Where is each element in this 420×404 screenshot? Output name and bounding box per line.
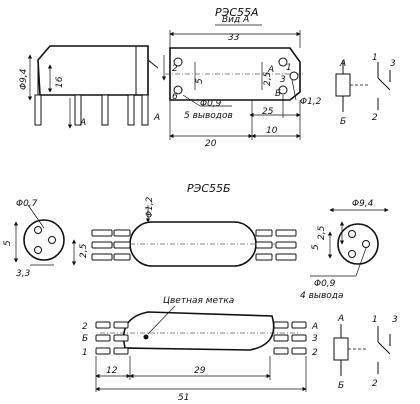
contact-2-label: 2 (372, 113, 378, 123)
dim-9-4-b: Φ9,4 (352, 199, 374, 209)
bottom-pin-a-right: А (311, 322, 318, 332)
dim-3-3: 3,3 (16, 269, 31, 279)
dim-12: 12 (106, 366, 118, 376)
res55a-top-view (165, 24, 305, 140)
dim-1-2: Φ1,2 (300, 97, 322, 107)
res55a-schematic (335, 60, 391, 112)
label-4-leads: 4 вывода (300, 291, 344, 301)
dim-25: 25 (262, 107, 274, 117)
title-res55a: РЭС55А (215, 6, 259, 19)
dim-2-5: 2,5 (263, 71, 273, 86)
res55b-left-end-view (13, 204, 77, 266)
res55b-right-end-view (310, 207, 389, 277)
contact-b-1-label: 1 (372, 315, 378, 325)
coil-a-label: А (339, 59, 346, 69)
dim-20: 20 (205, 139, 217, 149)
dim-29: 29 (194, 366, 206, 376)
bottom-pin-1-left: 1 (82, 348, 88, 358)
label-color-mark: Цветная метка (163, 296, 234, 306)
label-view-a: Вид А (222, 15, 249, 25)
dim-0-9-b: Φ0,9 (314, 279, 336, 289)
dim-5-right: 5 (311, 244, 321, 250)
res55b-side-view (91, 205, 297, 267)
pin-2-label: 2 (172, 64, 178, 74)
coil-b-a-label: А (337, 314, 344, 324)
pin-b-label: Б (275, 89, 281, 99)
coil-b-label: Б (340, 117, 346, 127)
dim-16: 16 (55, 76, 65, 88)
contact-3-label: 3 (390, 59, 396, 69)
dim-0-7: Φ0,7 (16, 199, 38, 209)
bottom-pin-b-left: Б (82, 334, 88, 344)
pin-1-label: 1 (286, 63, 292, 73)
contact-b-2-label: 2 (372, 379, 378, 389)
pin-3-label: 3 (280, 75, 286, 85)
dim-5: 5 (195, 78, 205, 84)
label-a-arrow: А (79, 118, 86, 128)
contact-b-3-label: 3 (392, 315, 398, 325)
res55a-side-view (27, 45, 167, 129)
dim-9-4: Φ9,4 (19, 68, 29, 90)
res55b-schematic (333, 324, 391, 376)
dim-2-5-right: 2,5 (317, 225, 327, 240)
title-res55b: РЭС55Б (187, 182, 231, 195)
coil-b-b-label: Б (338, 381, 344, 391)
dim-5-left: 5 (3, 240, 13, 246)
dim-51: 51 (178, 393, 189, 403)
label-a-arrow-2: А (153, 113, 160, 123)
bottom-pin-3-right: 3 (312, 334, 318, 344)
bottom-pin-2-right: 2 (312, 348, 318, 358)
dim-10: 10 (266, 126, 278, 136)
contact-1-label: 1 (372, 53, 378, 63)
dim-1-2-b: Φ1,2 (145, 196, 155, 218)
bottom-pin-2-left: 2 (82, 322, 88, 332)
dim-33: 33 (228, 33, 240, 43)
dim-2-5-left: 2,5 (79, 243, 89, 258)
label-5-leads: 5 выводов (184, 111, 233, 121)
pin-6-label: 6 (172, 92, 178, 102)
res55b-bottom-view (95, 305, 307, 392)
dim-0-9: Φ0,9 (200, 99, 222, 109)
pin-a-label: А (267, 65, 274, 75)
